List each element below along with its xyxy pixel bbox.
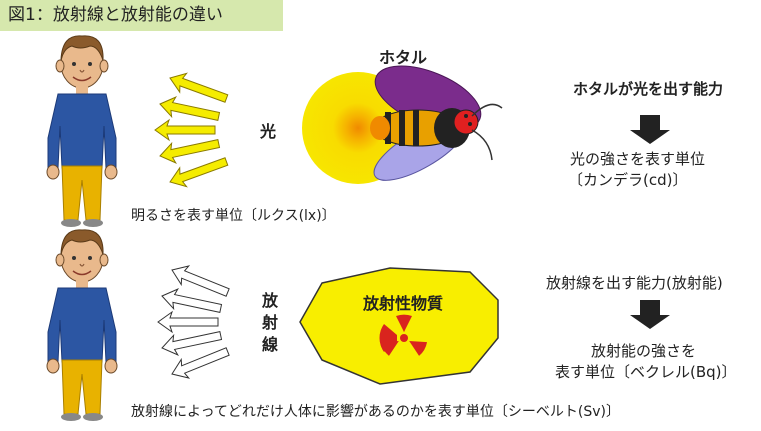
down-arrow-bottom bbox=[630, 300, 670, 329]
radiation-label-char: 線 bbox=[262, 335, 279, 354]
sievert-caption: 放射線によってどれだけ人体に影響があるのかを表す単位〔シーベルト(Sv)〕 bbox=[131, 404, 620, 420]
radiation-label-char: 放 bbox=[262, 291, 279, 310]
candela-unit-line2: 〔カンデラ(cd)〕 bbox=[568, 171, 688, 189]
radiation-arrows bbox=[157, 260, 232, 384]
radiation-label: 放 射 線 bbox=[262, 290, 278, 356]
person-figure-top bbox=[46, 35, 118, 228]
person-figure-bottom bbox=[46, 229, 118, 422]
radioactive-material bbox=[299, 267, 499, 385]
lux-caption: 明るさを表す単位〔ルクス(lx)〕 bbox=[131, 208, 336, 224]
radioactive-material-label: 放射性物質 bbox=[363, 294, 444, 313]
becquerel-unit-line1: 放射能の強さを bbox=[591, 342, 697, 360]
firefly-icon bbox=[370, 65, 503, 181]
light-arrows bbox=[154, 68, 231, 192]
radioactivity-ability-text: 放射線を出す能力(放射能) bbox=[546, 274, 723, 292]
radiation-trefoil-icon bbox=[379, 314, 428, 356]
firefly-ability-text: ホタルが光を出す能力 bbox=[573, 80, 724, 98]
down-arrow-top bbox=[630, 115, 670, 144]
becquerel-unit-line2: 表す単位〔ベクレル(Bq)〕 bbox=[555, 363, 737, 381]
radiation-label-char: 射 bbox=[262, 313, 279, 332]
firefly-label: ホタル bbox=[379, 48, 428, 67]
candela-unit-line1: 光の強さを表す単位 bbox=[570, 150, 706, 168]
light-label: 光 bbox=[260, 122, 277, 141]
figure-title: 図1：放射線と放射能の違い bbox=[0, 0, 283, 31]
